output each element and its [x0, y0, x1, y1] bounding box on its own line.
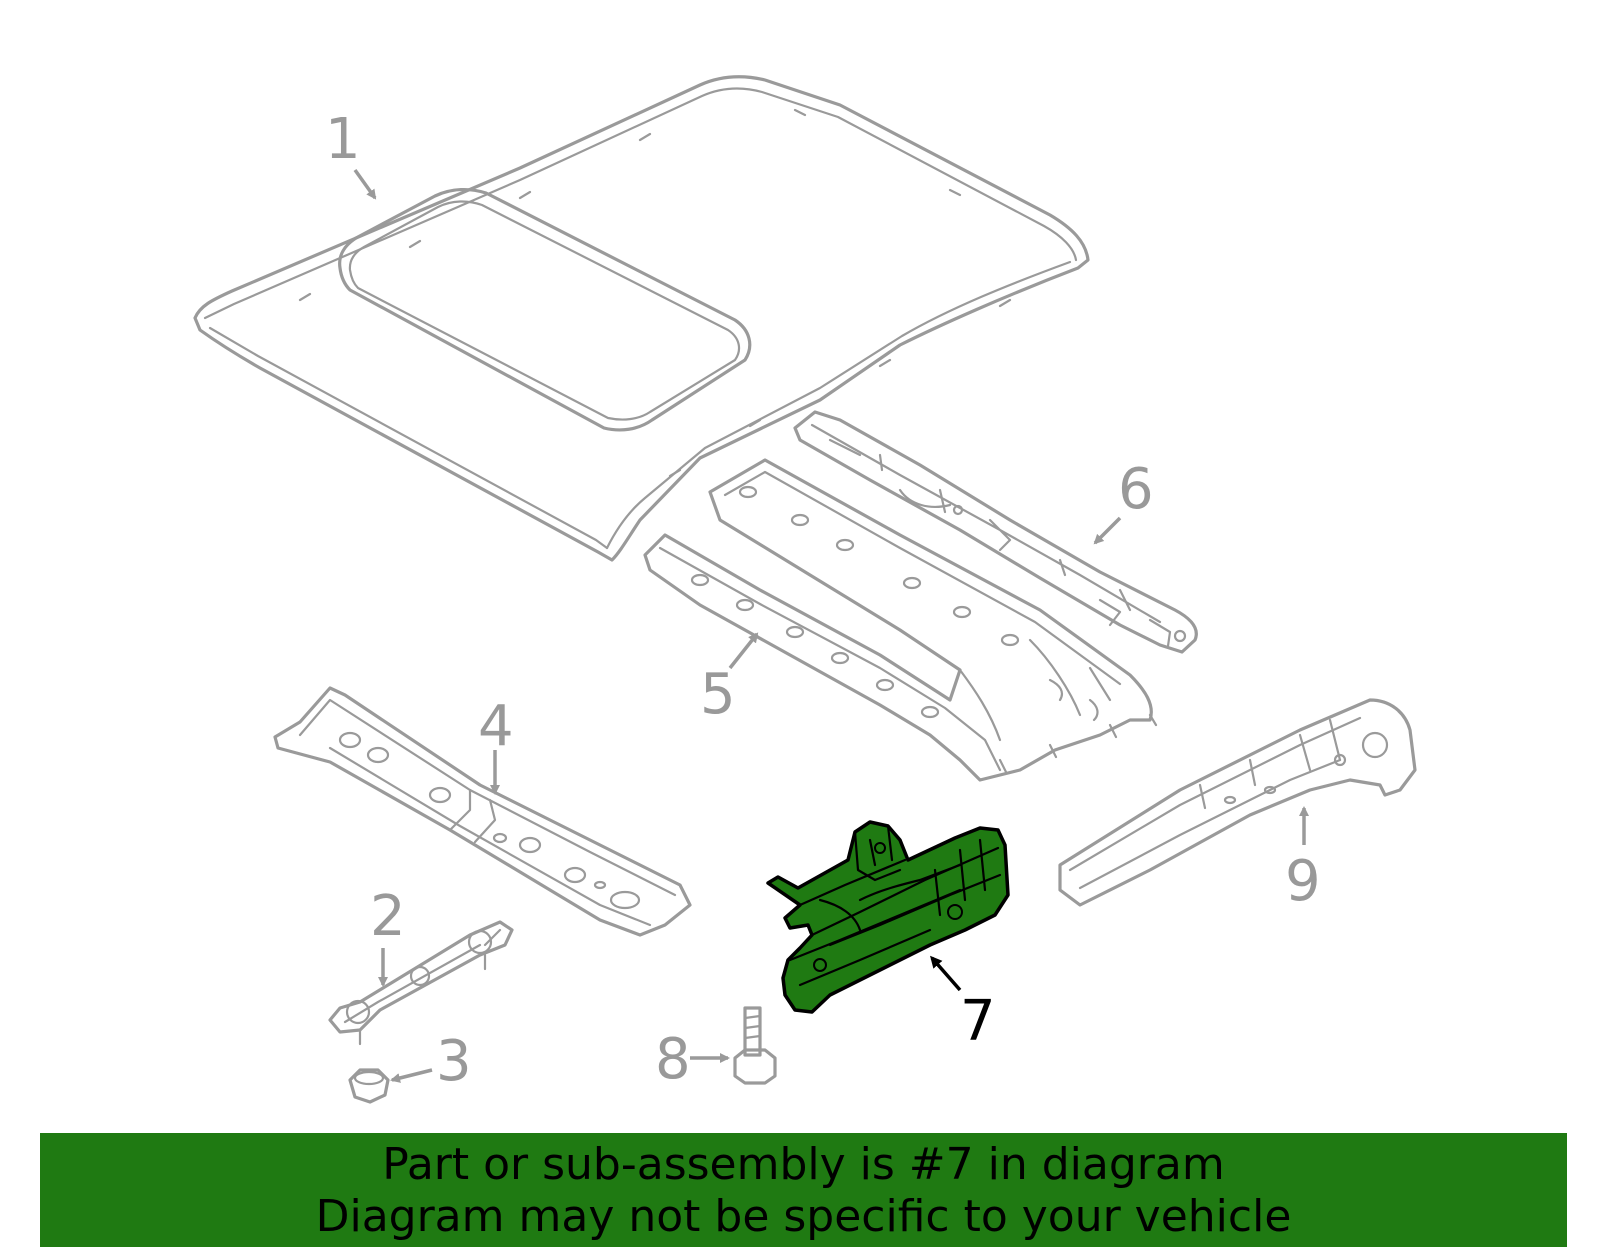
callout-4: 4: [478, 694, 514, 759]
roof-bow-part-6: [793, 410, 1198, 654]
roof-bow-part-5: [643, 458, 1158, 782]
banner-line-2: Diagram may not be specific to your vehi…: [315, 1191, 1292, 1242]
info-banner: Part or sub-assembly is #7 in diagram Di…: [40, 1133, 1567, 1247]
roof-header-part-4: [273, 686, 692, 937]
callout-7: 7: [960, 989, 996, 1054]
callout-2: 2: [370, 884, 406, 949]
leader-5: [728, 632, 759, 670]
callout-3: 3: [436, 1029, 472, 1094]
callout-9: 9: [1285, 849, 1321, 914]
callout-6: 6: [1118, 457, 1154, 522]
leader-7: [930, 955, 962, 992]
roof-rail-part-9: [1058, 698, 1417, 907]
callout-8: 8: [655, 1027, 691, 1092]
banner-line-1: Part or sub-assembly is #7 in diagram: [382, 1139, 1225, 1190]
nut-part-3: [348, 1068, 390, 1104]
highlighted-part-7: [766, 820, 1010, 1014]
roof-panel: [193, 75, 1090, 562]
callout-1: 1: [325, 107, 361, 172]
bolt-part-8: [733, 1006, 777, 1085]
leader-6: [1093, 516, 1122, 545]
bracket-part-2: [328, 920, 514, 1046]
leader-3: [390, 1068, 433, 1083]
callout-5: 5: [700, 662, 736, 727]
leader-1: [353, 168, 377, 200]
